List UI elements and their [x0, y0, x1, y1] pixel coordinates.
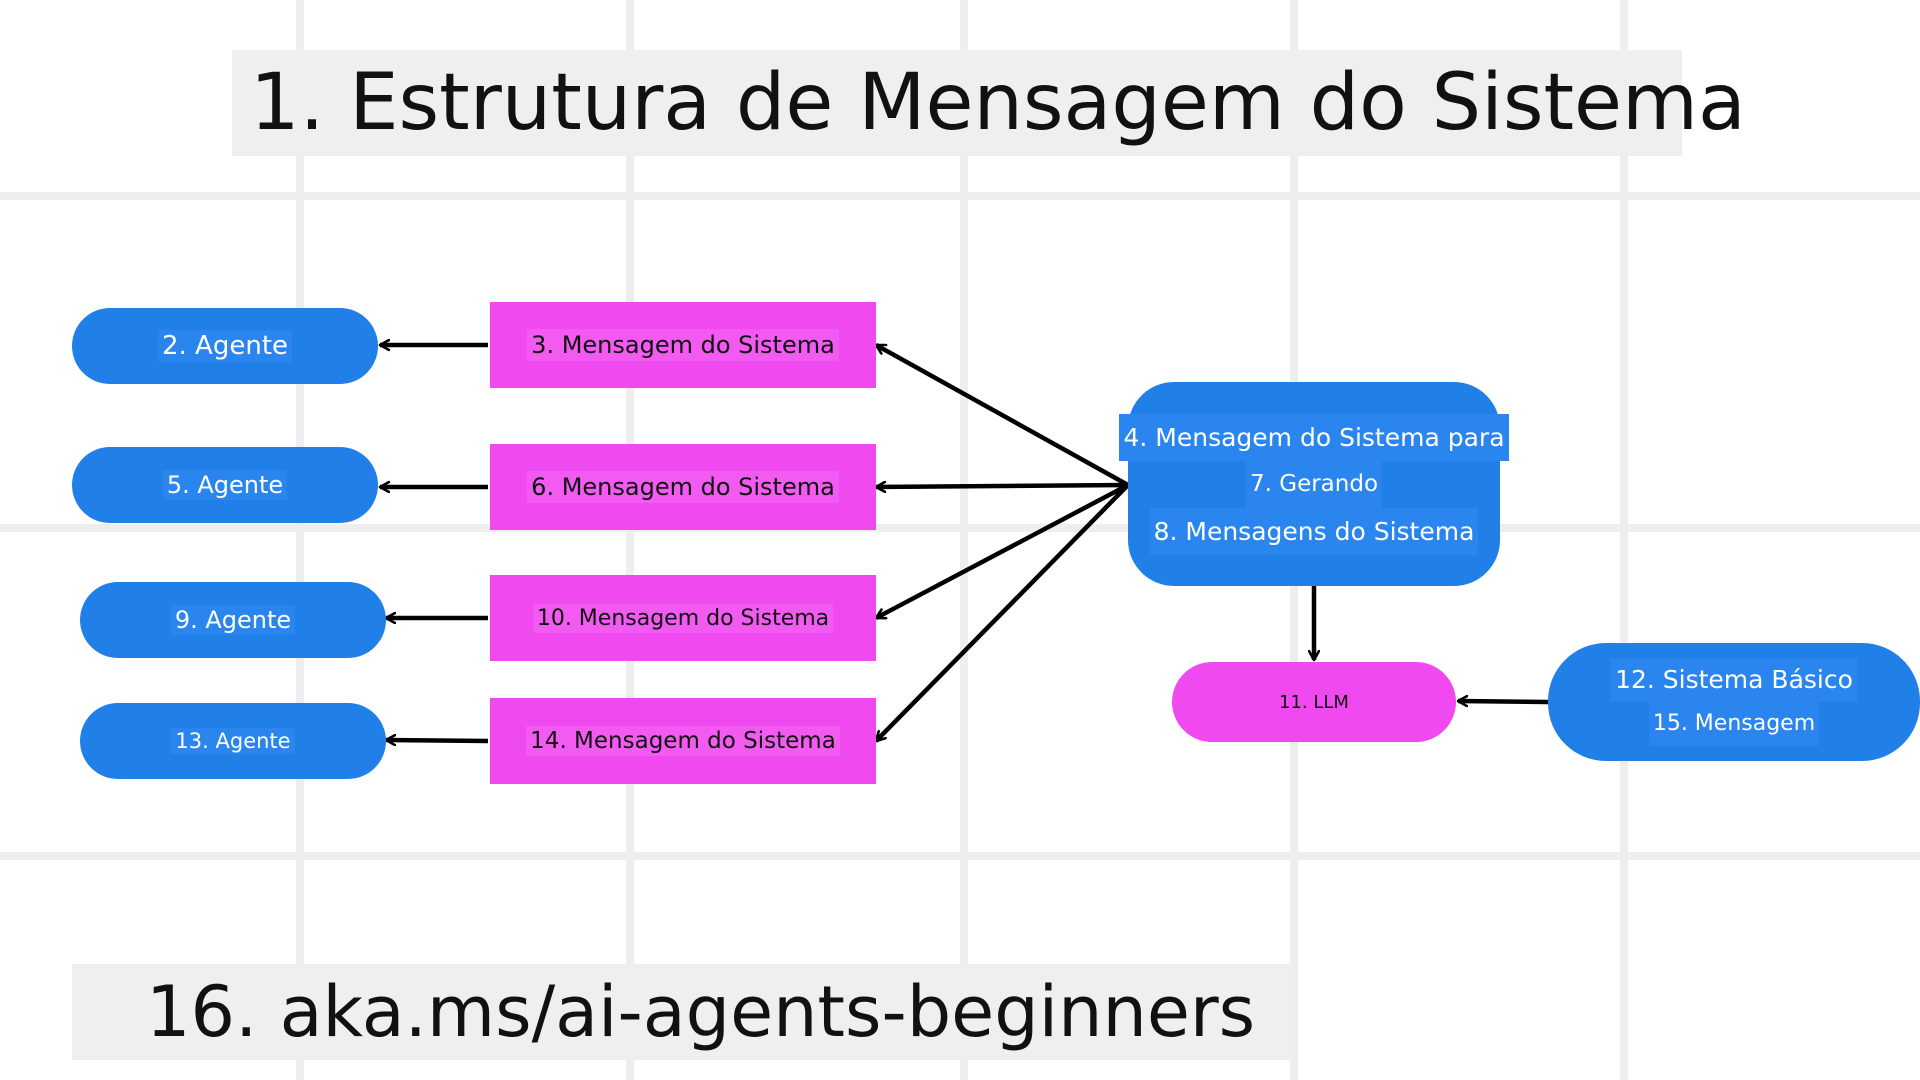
llm-node: 11. LLM	[1172, 662, 1456, 742]
page-title: 1. Estrutura de Mensagem do Sistema	[232, 50, 1746, 156]
grid-line	[0, 852, 1920, 860]
system-message-node-6: 6. Mensagem do Sistema	[490, 444, 876, 530]
agent-node-5: 5. Agente	[72, 447, 378, 523]
grid-line	[0, 524, 1920, 532]
grid-line	[0, 192, 1920, 200]
hub-line-2: 7. Gerando	[1245, 460, 1383, 508]
agent-node-label: 2. Agente	[157, 330, 293, 362]
basic-line-1: 12. Sistema Básico	[1611, 658, 1857, 702]
system-message-generator-node: 4. Mensagem do Sistema para 7. Gerando 8…	[1119, 382, 1509, 586]
basic-system-message-node: 12. Sistema Básico 15. Mensagem	[1548, 643, 1920, 761]
agent-node-13: 13. Agente	[80, 703, 386, 779]
agent-node-label: 5. Agente	[162, 470, 288, 500]
arrow-hub-to-msg10	[876, 483, 1130, 620]
arrow-hub-to-msg6	[876, 485, 1129, 487]
footer-link-text: 16. aka.ms/ai-agents-beginners	[146, 971, 1256, 1053]
hub-line-3: 8. Mensagens do Sistema	[1149, 507, 1479, 555]
arrow-basic-to-llm	[1458, 701, 1549, 702]
system-message-label: 14. Mensagem do Sistema	[526, 726, 840, 756]
system-message-label: 3. Mensagem do Sistema	[527, 329, 839, 361]
arrow-msg14-to-agent13	[386, 740, 489, 741]
agent-node-2: 2. Agente	[72, 308, 378, 384]
basic-line-2: 15. Mensagem	[1648, 702, 1820, 746]
agent-node-label: 13. Agente	[171, 728, 295, 754]
system-message-node-10: 10. Mensagem do Sistema	[490, 575, 876, 661]
system-message-node-3: 3. Mensagem do Sistema	[490, 302, 876, 388]
hub-line-1: 4. Mensagem do Sistema para	[1119, 413, 1509, 461]
agent-node-label: 9. Agente	[170, 605, 296, 635]
footer-link-banner: 16. aka.ms/ai-agents-beginners	[72, 964, 1290, 1060]
system-message-label: 10. Mensagem do Sistema	[532, 603, 834, 633]
arrow-hub-to-msg14	[874, 483, 1130, 743]
grid-line	[296, 0, 304, 1080]
grid-line	[960, 0, 968, 1080]
system-message-node-14: 14. Mensagem do Sistema	[490, 698, 876, 784]
page-title-text: 1. Estrutura de Mensagem do Sistema	[250, 58, 1746, 148]
llm-label: 11. LLM	[1279, 691, 1349, 713]
agent-node-9: 9. Agente	[80, 582, 386, 658]
arrow-hub-to-msg3	[876, 343, 1130, 487]
grid-line	[626, 0, 634, 1080]
system-message-label: 6. Mensagem do Sistema	[527, 471, 839, 503]
grid-line	[1620, 0, 1628, 1080]
